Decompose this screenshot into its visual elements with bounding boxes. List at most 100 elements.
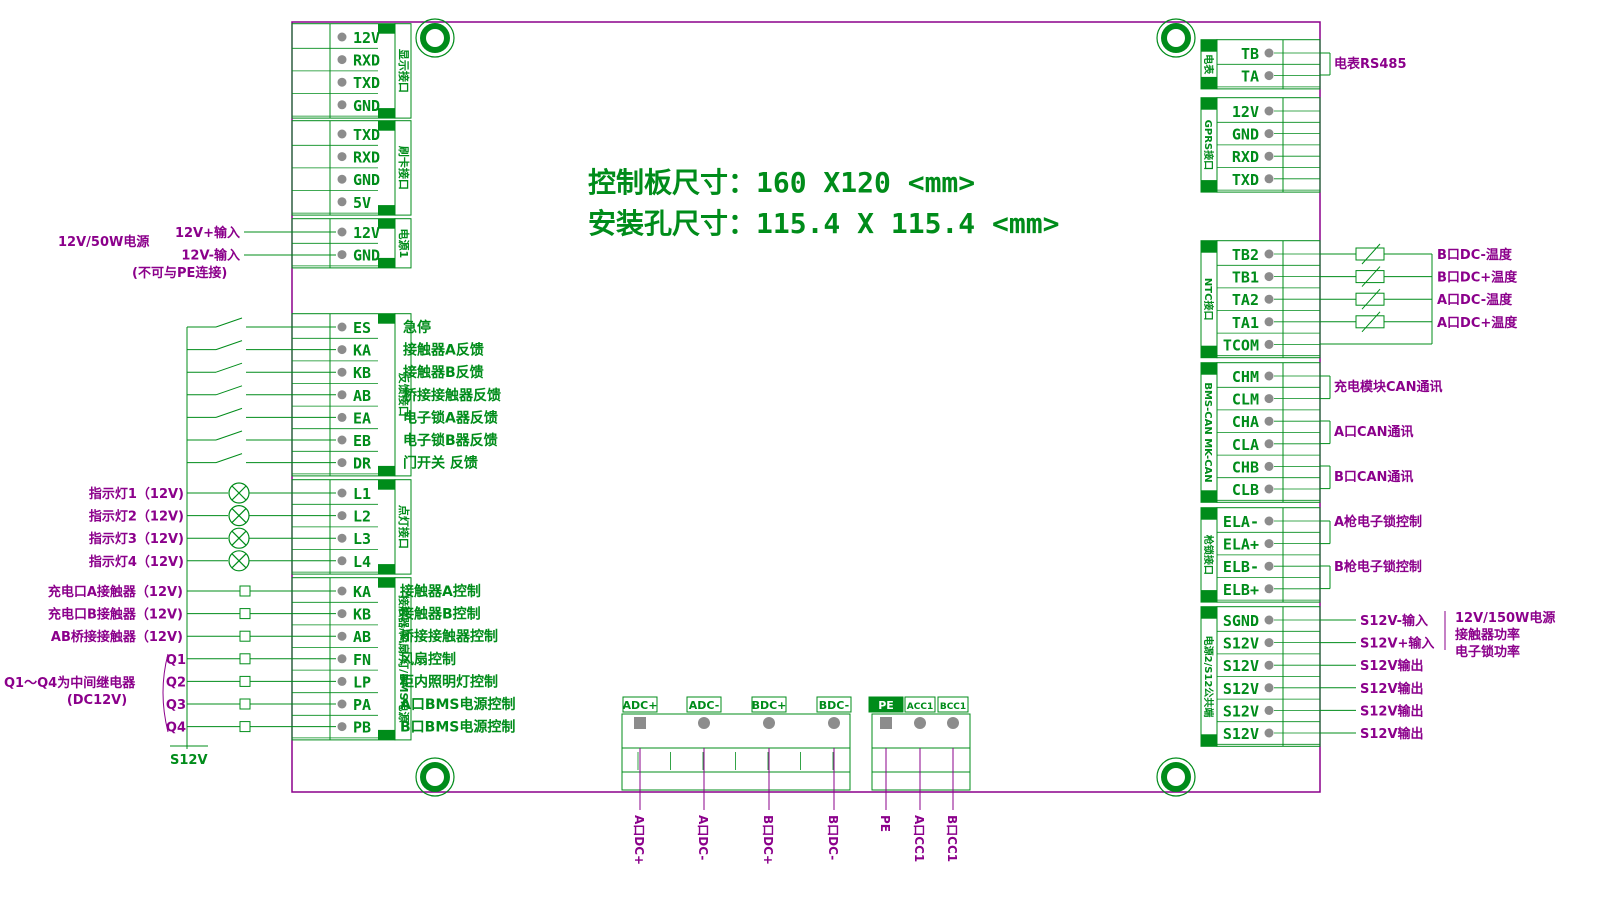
relay-coil-icon: [239, 675, 251, 687]
pin-terminal: [337, 390, 347, 400]
pin-terminal: [337, 609, 347, 619]
connector-key: [378, 729, 395, 740]
thermistor-icon: [1355, 243, 1385, 265]
pin-terminal: [1264, 561, 1274, 571]
mounting-hole-center: [426, 29, 444, 47]
group-label-strip: [394, 120, 412, 216]
connector-key: [1201, 39, 1217, 52]
pin-function-label: 接触器A反馈: [403, 342, 484, 359]
terminal-label: BDC-: [819, 699, 849, 712]
pin-terminal: [337, 77, 347, 87]
pin-label: KB: [353, 606, 371, 624]
pin-function-label: 接触器B控制: [400, 606, 481, 623]
pin-label: TCOM: [1223, 336, 1259, 354]
terminal-label: PE: [878, 699, 894, 712]
pin-terminal: [337, 174, 347, 184]
connector-key: [1201, 590, 1217, 603]
pin-terminal: [1264, 174, 1274, 184]
pin-label: PA: [353, 696, 371, 714]
thermistor-icon: [1355, 288, 1385, 310]
terminal-header: [904, 696, 936, 713]
pin-label: GND: [1232, 126, 1259, 144]
pin-label: ELA-: [1223, 513, 1259, 531]
psu-note: (不可与PE连接): [132, 265, 227, 281]
pin-terminal: [1264, 660, 1274, 670]
relay-q-label: Q1: [166, 653, 186, 668]
thermistor-body: [1355, 270, 1385, 284]
connector-key: [378, 120, 395, 131]
pin-function-label: 接触器A控制: [400, 583, 481, 600]
q-bracket: [162, 653, 169, 733]
connector-key: [378, 205, 395, 216]
pin-terminal: [337, 488, 347, 498]
connector-key: [378, 257, 395, 268]
pin-label: L3: [353, 530, 371, 548]
pin-terminal: [1264, 272, 1274, 282]
pin-terminal: [763, 717, 775, 729]
group-label-strip: [394, 313, 412, 477]
pin-function-label: 指示灯2（12V): [89, 509, 184, 525]
connector-body: [871, 713, 971, 791]
pin-terminal: [1264, 129, 1274, 139]
connector-key: [378, 218, 395, 229]
pin-label: CLM: [1232, 391, 1259, 409]
pin-label: EB: [353, 432, 371, 450]
pin-label: CHM: [1232, 368, 1259, 386]
pin-label: RXD: [353, 149, 380, 167]
pin-terminal: [947, 717, 959, 729]
pin-terminal: [1264, 151, 1274, 161]
group-label: 刷卡接口: [397, 146, 411, 190]
pin-terminal: [337, 100, 347, 110]
terminal-function-label: A口DC+: [632, 815, 646, 865]
q-note-sub: (DC12V): [67, 693, 127, 708]
can-label: 充电模块CAN通讯: [1334, 379, 1442, 395]
pin-terminal: [1264, 539, 1274, 549]
psu2-label: 接触器功率: [1455, 627, 1520, 643]
power-label: S12V输出: [1360, 703, 1424, 719]
pin-function-label: 指示灯4（12V): [89, 554, 184, 570]
lamp-cross: [231, 508, 247, 524]
relay-label: 充电口B接触器（12V): [48, 607, 183, 623]
connector-key: [378, 108, 395, 119]
group-label: 显示接口: [397, 49, 411, 93]
terminal-label: ACC1: [907, 702, 933, 712]
connector-key: [378, 313, 395, 324]
pin-terminal: [1264, 484, 1274, 494]
pin-terminal: [698, 717, 710, 729]
thermistor-body: [1355, 315, 1385, 329]
pin-label: AB: [353, 628, 371, 646]
pin-label: S12V: [1223, 635, 1259, 653]
pin-label: 12V: [353, 224, 380, 242]
pin-terminal: [337, 152, 347, 162]
connector-key: [1201, 362, 1217, 375]
terminal-function-label: B口CC1: [945, 815, 959, 862]
left-connector-group: 点灯接口L1指示灯1（12V)L2指示灯2（12V)L3指示灯3（12V)L4指…: [89, 479, 412, 575]
pin-terminal: [1264, 461, 1274, 471]
pin-function-label: 桥接接触器控制: [400, 628, 498, 645]
mounting-hole-center: [1167, 29, 1185, 47]
connector-key: [1201, 180, 1217, 193]
power-label: S12V输出: [1360, 726, 1424, 742]
mounting-hole-center: [426, 768, 444, 786]
pin-label: DR: [353, 455, 372, 473]
pin-terminal: [337, 654, 347, 664]
relay-coil-icon: [239, 653, 251, 665]
pin-label: S12V: [1223, 725, 1259, 743]
pin-label: RXD: [1232, 148, 1259, 166]
right-connectors: 电表TBTAGPRS接口12VGNDRXDTXDNTC接口TB2TB1TA2TA…: [1200, 39, 1321, 747]
psu-label: 12V/50W电源: [58, 234, 149, 250]
pin-terminal: [337, 699, 347, 709]
mounting-hole-ring: [415, 18, 455, 58]
pin-function-label: B口BMS电源控制: [400, 719, 515, 736]
thermistor-icon: [1355, 266, 1385, 287]
pin-terminal: [1264, 339, 1274, 349]
terminal-label: BCC1: [940, 702, 966, 712]
pin-terminal: [1264, 584, 1274, 594]
relay-coil-icon: [239, 698, 251, 710]
psu2-label: 电子锁功率: [1455, 644, 1520, 660]
